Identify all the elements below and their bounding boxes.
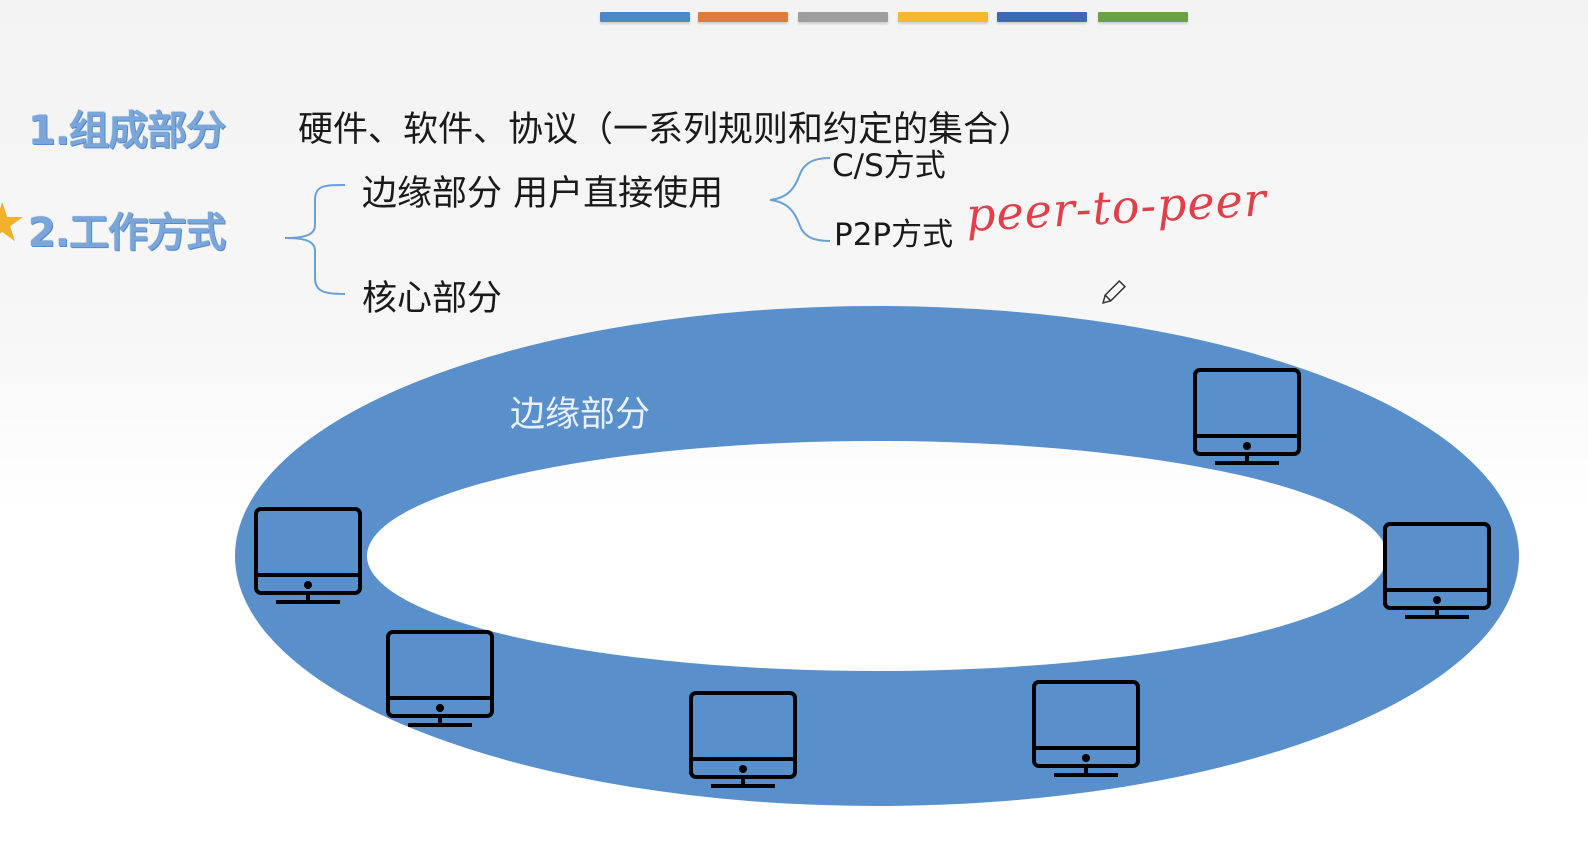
- cs-mode-text: C/S方式: [832, 148, 946, 184]
- ring-label: 边缘部分: [510, 395, 651, 435]
- star-icon: ★: [0, 191, 27, 254]
- color-bar-dark-blue: [997, 12, 1087, 22]
- edge-ring: [235, 306, 1519, 806]
- section2-title: 2.工作方式: [28, 210, 226, 256]
- core-part-text: 核心部分: [362, 279, 503, 319]
- p2p-mode-text: P2P方式: [834, 217, 954, 253]
- section1-content: 硬件、软件、协议（一系列规则和约定的集合）: [298, 110, 1034, 150]
- edge-part-text: 边缘部分 用户直接使用: [362, 174, 724, 214]
- color-bar-blue: [600, 12, 690, 22]
- edge-mode-brace: [769, 157, 831, 242]
- section1-title: 1.组成部分: [28, 108, 226, 154]
- color-bar-gray: [798, 12, 888, 22]
- color-bar-orange: [698, 12, 788, 22]
- section2-brace: [284, 184, 346, 295]
- color-bar-yellow: [898, 12, 988, 22]
- color-bar-green: [1098, 12, 1188, 22]
- pencil-cursor-icon: [1101, 279, 1127, 305]
- top-color-bars: [600, 12, 1200, 22]
